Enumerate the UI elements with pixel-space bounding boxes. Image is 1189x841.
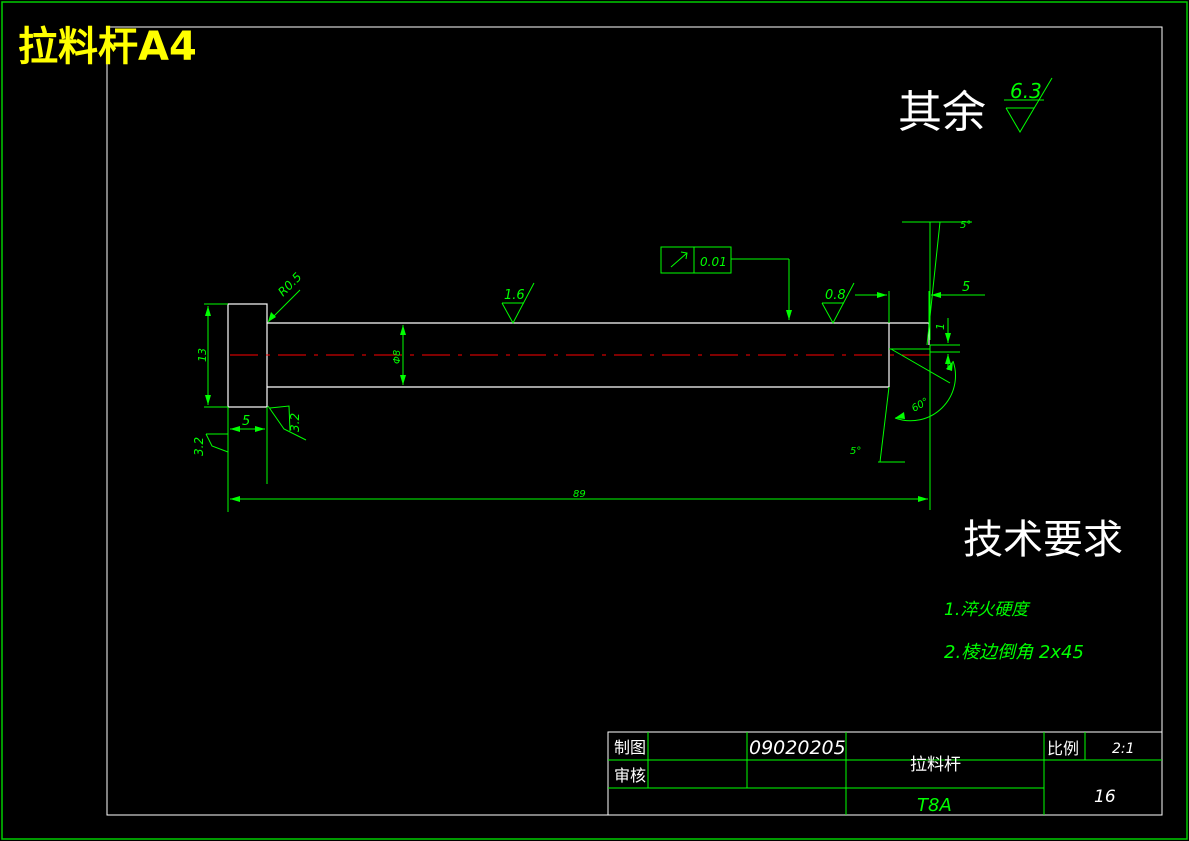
roughness-other-symbol bbox=[1004, 77, 1053, 133]
tip-length-label: 5 bbox=[962, 280, 970, 295]
roughness-right-label: 0.8 bbox=[825, 288, 846, 303]
angle-tip-label: 60° bbox=[910, 396, 931, 414]
angle-top-label: 5° bbox=[960, 220, 971, 231]
total-length-label: 89 bbox=[573, 489, 586, 500]
tech-req-item-2: 2.棱边倒角 2x45 bbox=[944, 642, 1084, 663]
title-block bbox=[607, 731, 1163, 816]
drawing-title: 拉料杆A4 bbox=[18, 24, 197, 70]
inner-frame bbox=[106, 26, 1163, 816]
tip-offset-label: 1 bbox=[934, 323, 947, 330]
roughness-left-label: 3.2 bbox=[192, 437, 206, 456]
head-width-label: 5 bbox=[242, 414, 250, 429]
roughness-head-label: 3.2 bbox=[288, 413, 302, 432]
dimension-lines bbox=[204, 221, 985, 512]
roughness-other-label: 其余 bbox=[898, 87, 986, 138]
roughness-other-value: 6.3 bbox=[1010, 79, 1042, 103]
scale-value: 2:1 bbox=[1112, 741, 1135, 757]
head-height-label: 13 bbox=[196, 348, 209, 362]
radius-label: R0.5 bbox=[275, 270, 304, 299]
checked-label: 审核 bbox=[614, 766, 646, 785]
part-outline bbox=[227, 303, 930, 408]
material: T8A bbox=[917, 795, 952, 816]
scale-label: 比例 bbox=[1047, 739, 1079, 758]
shaft-diameter-label: Φ8 bbox=[392, 350, 403, 364]
runout-value: 0.01 bbox=[700, 255, 727, 269]
drawn-value: 09020205 bbox=[749, 737, 846, 759]
arrowheads bbox=[205, 292, 953, 502]
tech-req-item-1: 1.淬火硬度 bbox=[944, 600, 1031, 620]
tech-req-heading: 技术要求 bbox=[963, 517, 1123, 563]
angle-bottom-label: 5° bbox=[850, 446, 861, 457]
drawn-label: 制图 bbox=[614, 738, 646, 757]
part-name: 拉料杆 bbox=[910, 755, 961, 775]
sheet-number: 16 bbox=[1094, 787, 1116, 807]
roughness-top-label: 1.6 bbox=[504, 288, 525, 303]
